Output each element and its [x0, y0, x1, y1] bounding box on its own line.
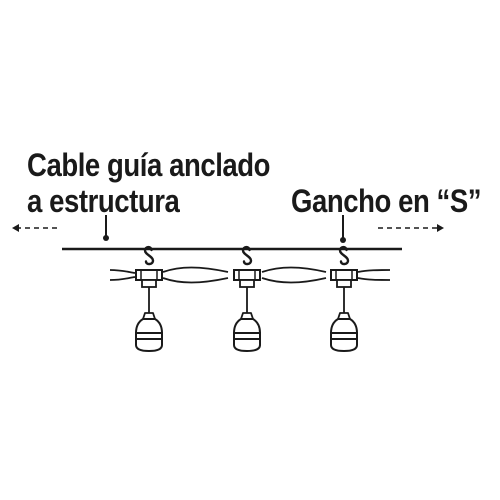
s-hook-label: Gancho en “S”	[291, 183, 482, 219]
light-bulb-icon	[135, 269, 163, 352]
light-bulb-icon	[233, 269, 261, 352]
light-bulb-icon	[330, 269, 358, 352]
dashed-arrow-left-icon	[12, 224, 58, 232]
guide-cable-label-line2: a estructura	[27, 183, 180, 219]
light-string-cable	[109, 266, 391, 284]
guide-cable-leader-dot	[103, 235, 109, 241]
dashed-arrow-right-icon	[378, 224, 444, 232]
s-hook-leader-dot	[340, 237, 346, 243]
guide-cable-label-line1: Cable guía anclado	[27, 147, 271, 183]
